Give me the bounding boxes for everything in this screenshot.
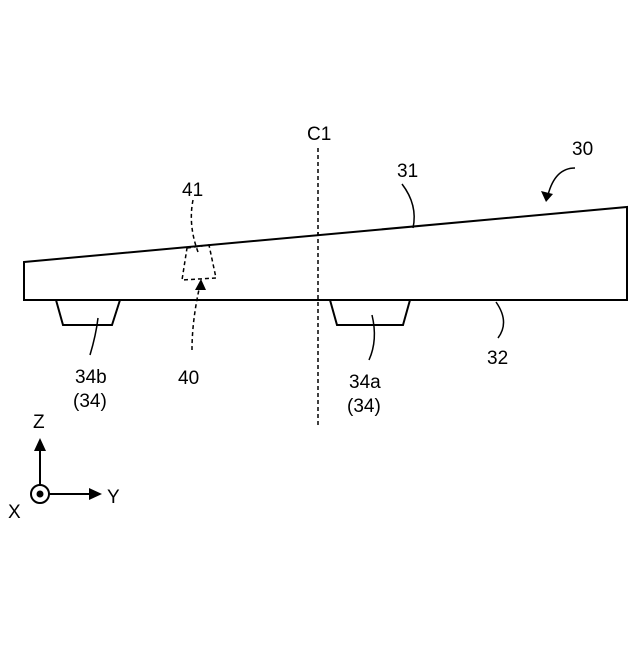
label-40: 40 bbox=[178, 368, 199, 389]
label-31: 31 bbox=[397, 161, 418, 182]
label-30: 30 bbox=[572, 139, 593, 160]
leader-34a bbox=[369, 315, 374, 360]
label-c1: C1 bbox=[307, 124, 331, 145]
y-axis-arrowhead bbox=[89, 488, 102, 500]
x-axis-dot bbox=[37, 491, 44, 498]
wedge-body bbox=[24, 207, 627, 300]
axis-label-y: Y bbox=[107, 487, 120, 508]
leader-34b bbox=[90, 318, 98, 355]
label-34b-group: (34) bbox=[73, 391, 107, 412]
leader-32 bbox=[496, 302, 504, 338]
label-34a: 34a bbox=[349, 372, 381, 393]
axis-label-z: Z bbox=[33, 412, 45, 433]
foot-34b bbox=[56, 300, 120, 325]
leader-41 bbox=[191, 200, 198, 252]
label-41: 41 bbox=[182, 180, 203, 201]
leader-30 bbox=[548, 168, 575, 195]
z-axis-arrowhead bbox=[34, 438, 46, 451]
foot-34a bbox=[330, 300, 410, 325]
label-32: 32 bbox=[487, 348, 508, 369]
axis-label-x: X bbox=[8, 502, 21, 523]
label-34b: 34b bbox=[75, 367, 107, 388]
leader-31 bbox=[402, 184, 414, 228]
label-34a-group: (34) bbox=[347, 396, 381, 417]
leader-30-arrowhead bbox=[541, 191, 553, 202]
